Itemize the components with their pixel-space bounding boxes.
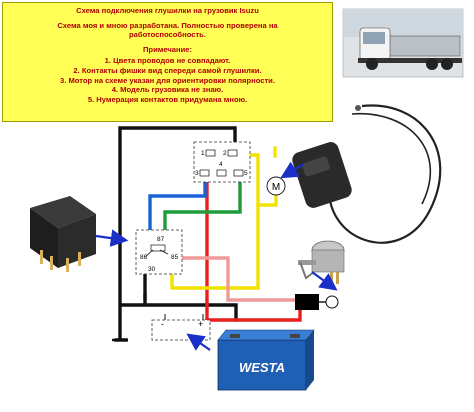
battery-brand: WESTA [239,360,285,375]
connector: 1 2 3 4 5 [193,141,251,183]
remark-item: 4. Модель грузовика не знаю. [111,85,224,95]
remark-item: 3. Мотор на схеме указан для ориентировк… [60,75,275,85]
note-subtitle-2: работоспособность. [129,30,206,40]
note-title: Схема подключения глушилки на грузовик I… [76,6,259,15]
battery-plus: + [198,319,203,329]
relay-pin-86: 86 [140,254,148,261]
relay: 87 86 85 30 [135,229,183,275]
battery-symbol: - + [151,314,211,341]
wire-blue [148,169,207,234]
wire-pink [177,256,298,302]
ignition-switch-photo [298,240,345,284]
wire-red-switch [205,304,302,322]
remark-title: Примечание: [142,44,193,54]
connector-pin-1: 1 [201,150,205,157]
arrow-battery [186,333,211,351]
remark-item: 2. Контакты фишки вид спереди самой глуш… [73,65,262,75]
motor: M [266,176,286,196]
motor-symbol: M [272,182,280,193]
relay-pin-85: 85 [171,254,179,261]
actuator-photo [292,104,442,244]
connector-pin-3: 3 [195,170,199,177]
note-box: Схема подключения глушилки на грузовик I… [2,2,333,122]
connector-pin-2: 2 [223,150,227,157]
note-subtitle-1: Схема моя и мною разработана. Полностью … [57,20,278,30]
connector-pin-5: 5 [244,170,248,177]
arrow-switch [311,271,338,291]
remark-item: 5. Нумерация контактов придумана мною. [87,94,248,104]
ignition-switch [295,294,339,310]
remark-item: 1. Цвета проводов не совпадают. [104,56,231,66]
arrow-actuator [280,161,305,179]
wire-yellow-motor [256,194,278,207]
arrow-relay [95,229,129,247]
battery-minus: - [161,319,164,329]
connector-pin-4: 4 [219,161,223,168]
relay-pin-30: 30 [148,266,156,273]
wire-green [163,169,242,234]
relay-pin-87: 87 [157,236,165,243]
battery-photo: WESTA [217,329,315,391]
truck-photo [342,8,464,78]
relay-photo [30,196,96,272]
